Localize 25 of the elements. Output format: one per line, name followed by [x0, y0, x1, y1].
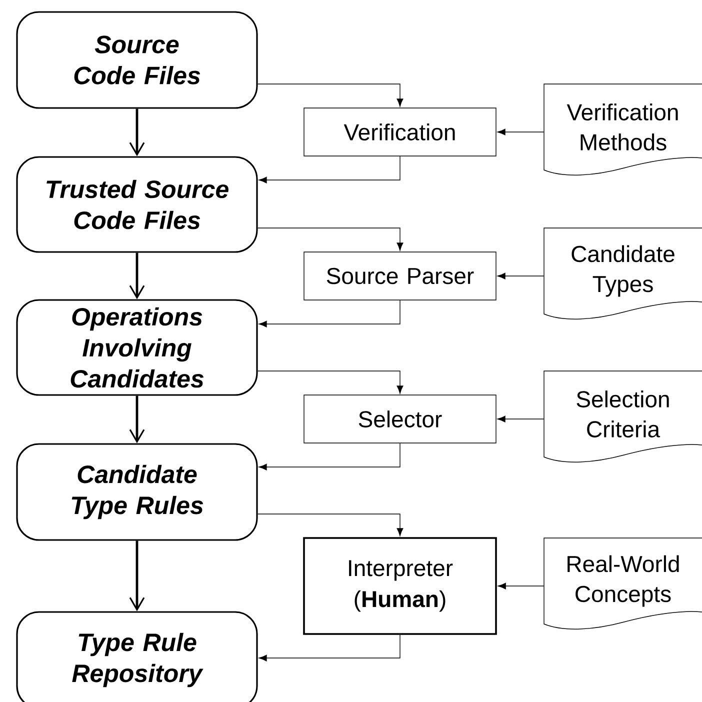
arrow: [497, 416, 544, 422]
arrow: [258, 300, 400, 328]
arrow: [257, 514, 404, 536]
process-box: Interpreter (Human): [303, 537, 497, 635]
process-box: Verification: [304, 108, 496, 156]
terminal-box: Type Rule Repository: [16, 611, 258, 702]
arrow: [257, 228, 404, 251]
terminal-box: Operations Involving Candidates: [16, 299, 258, 396]
arrow: [498, 582, 544, 590]
process-box: Source Parser: [304, 252, 496, 300]
terminal-box: Trusted Source Code Files: [16, 156, 258, 253]
arrow: [129, 396, 145, 444]
process-box: Selector: [304, 394, 496, 444]
terminal-box: Source Code Files: [16, 11, 258, 109]
arrow: [258, 443, 400, 470]
arrow: [258, 634, 400, 662]
arrow: [257, 370, 404, 394]
arrow: [258, 156, 400, 184]
arrow: [497, 272, 544, 280]
arrow: [257, 84, 404, 107]
arrow: [497, 128, 544, 136]
arrow: [129, 108, 145, 156]
arrow: [129, 252, 145, 300]
terminal-box: Candidate Type Rules: [16, 443, 258, 541]
arrow: [129, 540, 145, 612]
